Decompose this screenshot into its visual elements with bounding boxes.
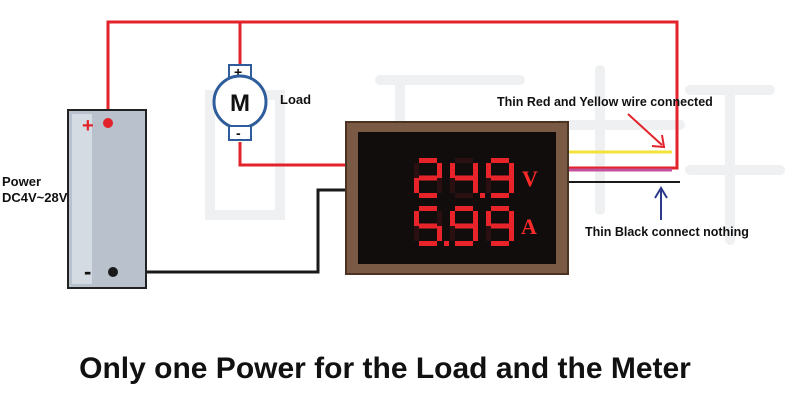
segment-g xyxy=(491,223,509,229)
annotation-black: Thin Black connect nothing xyxy=(585,225,749,239)
segment-a xyxy=(491,206,509,211)
segment-g xyxy=(455,175,473,181)
annotation-red-yellow: Thin Red and Yellow wire connected xyxy=(497,95,713,109)
segment-a xyxy=(455,206,473,211)
segment-c xyxy=(473,178,478,193)
segment-f xyxy=(486,163,491,178)
segment-e xyxy=(414,178,419,193)
segment-e xyxy=(450,226,455,241)
red-wire-motor-minus xyxy=(238,142,356,167)
segment-e xyxy=(414,226,419,241)
red-yellow-arrow-line xyxy=(627,113,663,146)
segment-b xyxy=(509,211,514,226)
segment-g xyxy=(491,175,509,181)
segment-e xyxy=(486,178,491,193)
segment-g xyxy=(455,223,473,229)
segment-g xyxy=(419,175,437,181)
segment-a xyxy=(455,158,473,163)
motor-minus-terminal xyxy=(228,125,252,141)
segment-g xyxy=(419,223,437,229)
battery-minus-symbol: - xyxy=(84,259,91,284)
segment-e xyxy=(486,226,491,241)
load-label: Load xyxy=(280,92,311,107)
segment-f xyxy=(414,163,419,178)
red-wires xyxy=(106,20,679,170)
display-digit-0 xyxy=(414,206,442,246)
segment-d xyxy=(491,193,509,198)
voltage-display xyxy=(414,158,514,198)
segment-c xyxy=(473,226,478,241)
segment-c xyxy=(509,226,514,241)
red-wire-top-loop xyxy=(106,20,679,170)
motor-symbol: M xyxy=(230,90,250,117)
annotation-arrows xyxy=(627,113,668,220)
segment-a xyxy=(491,158,509,163)
battery-plus-symbol: + xyxy=(82,115,94,137)
segment-d xyxy=(419,193,437,198)
voltage-unit: V xyxy=(522,166,538,191)
segment-b xyxy=(473,211,478,226)
decimal-point xyxy=(480,193,485,198)
segment-a xyxy=(419,206,437,211)
display-digit-2 xyxy=(486,158,514,198)
battery-shade xyxy=(72,114,92,284)
motor: + M - xyxy=(212,64,268,141)
segment-b xyxy=(509,163,514,178)
decimal-point xyxy=(444,241,449,246)
segment-b xyxy=(473,163,478,178)
motor-minus-symbol: - xyxy=(236,125,241,141)
segment-a xyxy=(419,158,437,163)
segment-d xyxy=(419,241,437,246)
black-arrow-head xyxy=(654,186,668,199)
segment-f xyxy=(486,211,491,226)
segment-f xyxy=(450,211,455,226)
battery-minus-terminal xyxy=(108,267,118,277)
current-display xyxy=(414,206,514,246)
motor-plus-symbol: + xyxy=(234,64,242,80)
display-digit-0 xyxy=(414,158,442,198)
power-title: Power xyxy=(2,174,41,189)
current-unit: A xyxy=(521,214,537,239)
caption: Only one Power for the Load and the Mete… xyxy=(79,352,691,385)
battery-plus-terminal xyxy=(103,118,113,128)
display-digit-1 xyxy=(450,158,478,198)
segment-b xyxy=(437,211,442,226)
segment-b xyxy=(437,163,442,178)
segment-c xyxy=(437,226,442,241)
segment-d xyxy=(455,241,473,246)
meter: V A xyxy=(345,121,569,275)
display-digit-1 xyxy=(450,206,478,246)
red-yellow-arrow-head xyxy=(651,134,666,149)
segment-f xyxy=(450,163,455,178)
segment-d xyxy=(455,193,473,198)
segment-e xyxy=(450,178,455,193)
power-range: DC4V~28V xyxy=(2,190,68,205)
segment-c xyxy=(437,178,442,193)
segment-f xyxy=(414,211,419,226)
segment-d xyxy=(491,241,509,246)
battery: + - xyxy=(67,109,147,289)
segment-c xyxy=(509,178,514,193)
display-digit-2 xyxy=(486,206,514,246)
black-wire-negative xyxy=(113,188,356,274)
thin-wires xyxy=(568,150,680,183)
